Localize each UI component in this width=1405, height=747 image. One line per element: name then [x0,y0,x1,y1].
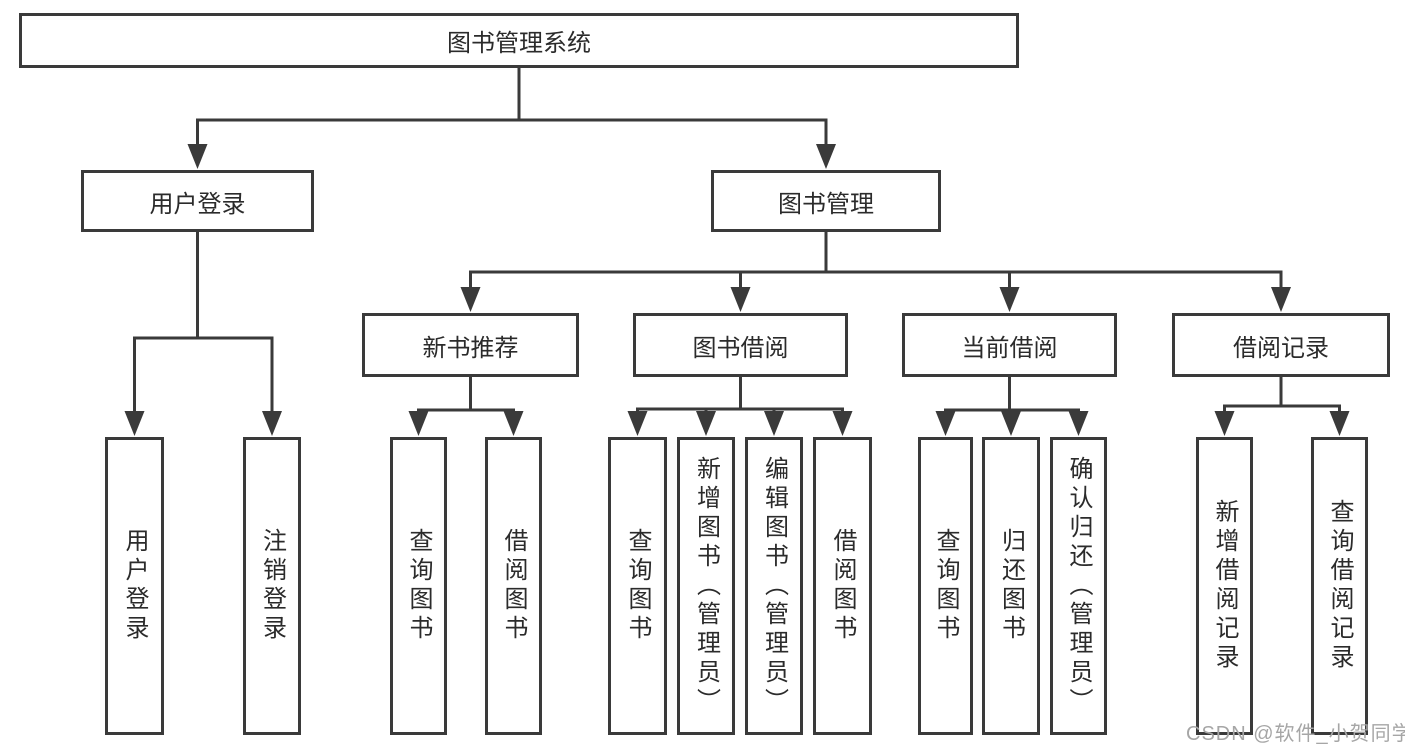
node-borrowing-records: 借阅记录 [1172,313,1390,377]
leaf-edit-books-admin: 编辑图书（管理员） [745,437,803,735]
node-book-borrowing: 图书借阅 [633,313,848,377]
watermark: CSDN @软件_小贺同学 [1186,723,1405,745]
leaf-logout: 注销登录 [243,437,301,735]
edge-borrowing-records-to-leaves [1214,377,1350,436]
node-current-borrowing: 当前借阅 [902,313,1117,377]
node-new-book-recommendation: 新书推荐 [362,313,579,377]
leaf-user-login: 用户登录 [105,437,164,735]
leaf-add-borrow-record: 新增借阅记录 [1196,437,1253,735]
edge-root-to-level2 [187,68,836,169]
node-book-management: 图书管理 [711,170,941,232]
node-user-login: 用户登录 [81,170,314,232]
edge-new-book-to-leaves [408,377,524,436]
leaf-add-books-admin: 新增图书（管理员） [677,437,735,735]
edge-book-management-to-level3 [460,232,1291,312]
edge-current-borrowing-to-leaves [935,377,1089,436]
leaf-query-borrow-record: 查询借阅记录 [1311,437,1368,735]
edge-book-borrowing-to-leaves [627,377,853,436]
edge-user-login-to-leaves [124,232,282,436]
leaf-borrow-books-borrowing: 借阅图书 [813,437,872,735]
node-library-system: 图书管理系统 [19,13,1019,68]
leaf-return-books: 归还图书 [982,437,1040,735]
leaf-query-books-current: 查询图书 [918,437,973,735]
leaf-borrow-books-recommend: 借阅图书 [485,437,542,735]
leaf-query-books-recommend: 查询图书 [390,437,447,735]
leaf-confirm-return-admin: 确认归还（管理员） [1050,437,1107,735]
leaf-query-books-borrowing: 查询图书 [608,437,667,735]
